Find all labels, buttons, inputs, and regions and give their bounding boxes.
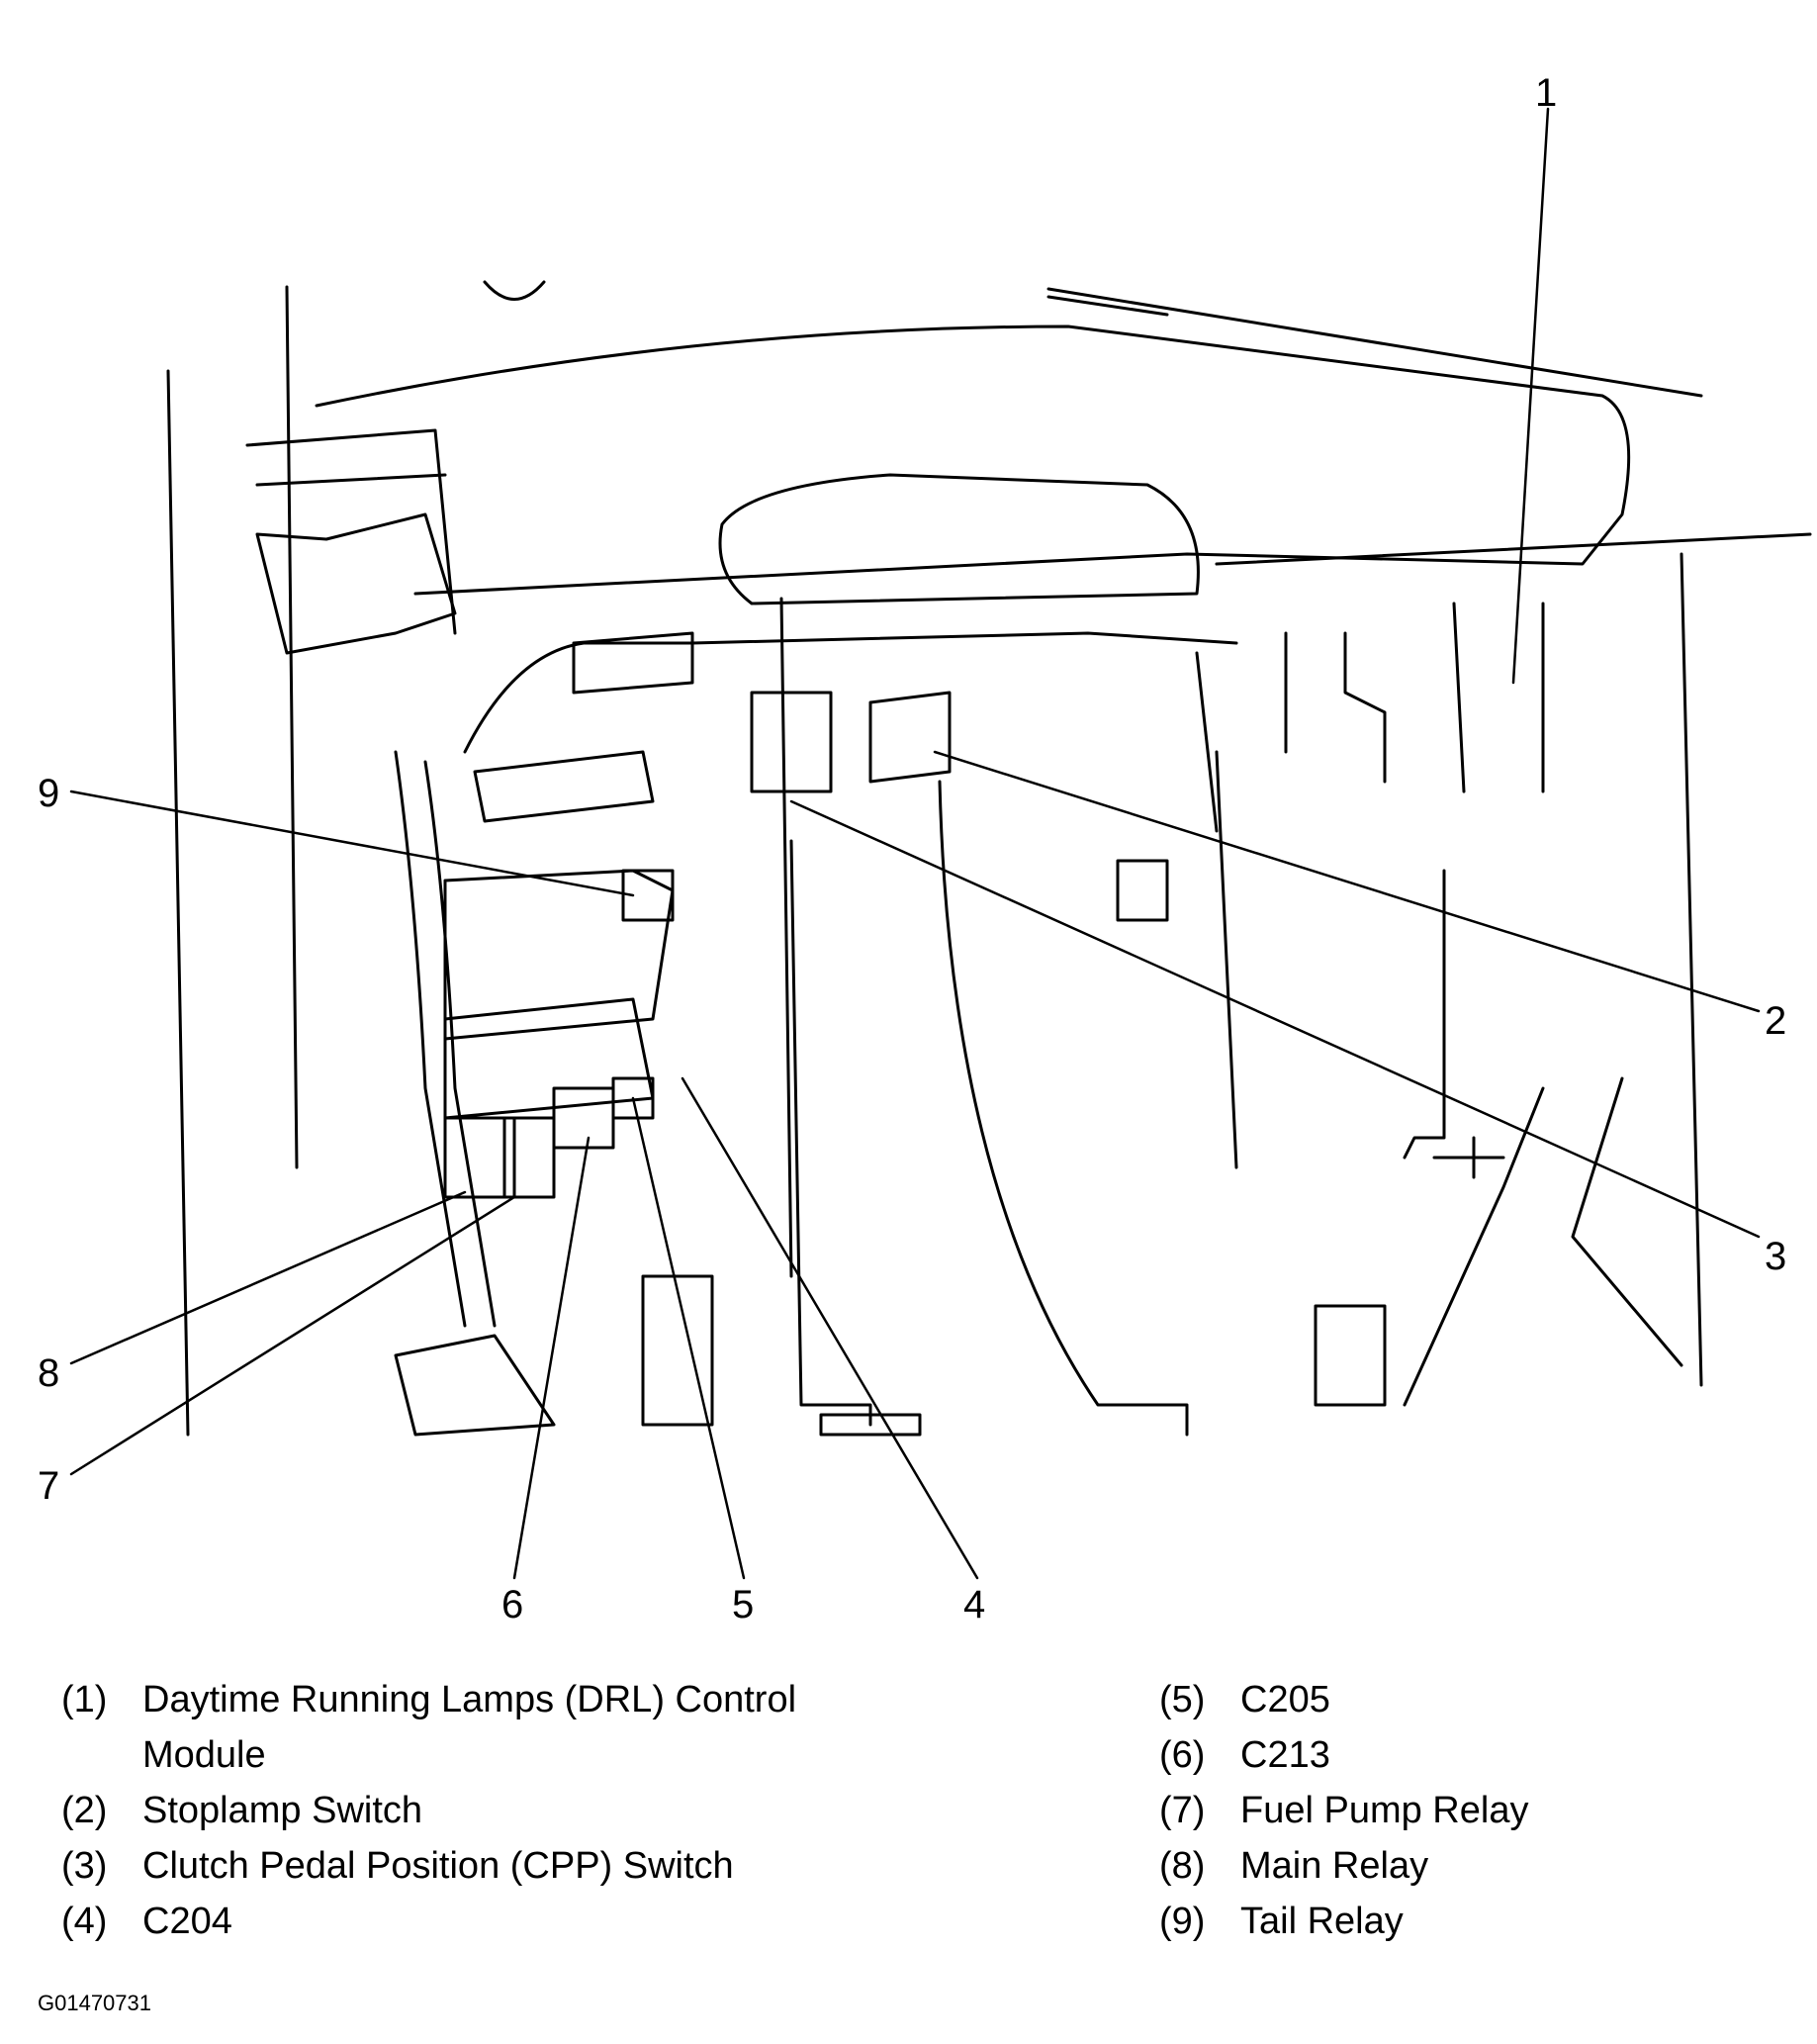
leader-8 bbox=[69, 1190, 467, 1365]
legend-number: (1) bbox=[61, 1679, 108, 1720]
wiring-harness bbox=[394, 631, 1288, 1328]
connector-c205 bbox=[868, 691, 952, 784]
pedal-assembly bbox=[394, 780, 1683, 1437]
legend-number: (2) bbox=[61, 1790, 108, 1831]
legend-text: C205 bbox=[1240, 1679, 1330, 1720]
leader-9 bbox=[69, 790, 635, 897]
legend-left: (1) Daytime Running Lamps (DRL) Control … bbox=[61, 1672, 952, 1949]
legend-number: (3) bbox=[61, 1845, 108, 1887]
callout-4: 4 bbox=[963, 1583, 986, 1626]
figure-id: G01470731 bbox=[38, 1991, 151, 2015]
callout-2: 2 bbox=[1765, 999, 1787, 1043]
leader-5 bbox=[631, 1096, 746, 1580]
legend-text: Stoplamp Switch bbox=[142, 1790, 423, 1831]
callout-7: 7 bbox=[38, 1464, 60, 1508]
legend-number: (4) bbox=[61, 1901, 108, 1942]
legend-text: Daytime Running Lamps (DRL) Control Modu… bbox=[142, 1672, 796, 1783]
legend-item-6: (6) C213 bbox=[1159, 1727, 1772, 1783]
legend-text-line: Module bbox=[142, 1734, 266, 1776]
fuel-pump-relay-shape bbox=[502, 1116, 556, 1199]
leader-7 bbox=[69, 1195, 516, 1476]
legend-text: Clutch Pedal Position (CPP) Switch bbox=[142, 1845, 734, 1887]
legend-item-3: (3) Clutch Pedal Position (CPP) Switch bbox=[61, 1838, 952, 1894]
under-dash-line-drawing bbox=[69, 107, 1812, 1580]
leader-4 bbox=[681, 1076, 979, 1580]
legend-number: (7) bbox=[1159, 1790, 1206, 1831]
callout-3: 3 bbox=[1765, 1235, 1787, 1278]
legend-item-7: (7) Fuel Pump Relay bbox=[1159, 1783, 1772, 1838]
dashboard-structure bbox=[166, 280, 1812, 1437]
legend-text: Tail Relay bbox=[1240, 1901, 1404, 1942]
legend-text: C204 bbox=[142, 1901, 232, 1942]
leader-2 bbox=[933, 750, 1761, 1013]
leader-6 bbox=[512, 1136, 591, 1580]
legend-item-1: (1) Daytime Running Lamps (DRL) Control … bbox=[61, 1672, 952, 1783]
tail-relay-shape bbox=[621, 869, 675, 922]
legend-item-9: (9) Tail Relay bbox=[1159, 1894, 1772, 1949]
legend-number: (5) bbox=[1159, 1679, 1206, 1720]
legend-item-4: (4) C204 bbox=[61, 1894, 952, 1949]
callout-8: 8 bbox=[38, 1351, 60, 1395]
leader-1 bbox=[1511, 107, 1550, 685]
legend-number: (6) bbox=[1159, 1734, 1206, 1776]
legend-number: (9) bbox=[1159, 1901, 1206, 1942]
legend-number: (8) bbox=[1159, 1845, 1206, 1887]
legend-item-5: (5) C205 bbox=[1159, 1672, 1772, 1727]
legend-text: Fuel Pump Relay bbox=[1240, 1790, 1529, 1831]
relay-block bbox=[443, 750, 675, 1199]
callout-9: 9 bbox=[38, 772, 60, 815]
connector-c204 bbox=[750, 691, 833, 793]
callout-5: 5 bbox=[732, 1583, 755, 1626]
leader-3 bbox=[789, 799, 1761, 1239]
callout-6: 6 bbox=[501, 1583, 524, 1626]
legend-item-8: (8) Main Relay bbox=[1159, 1838, 1772, 1894]
legend-text: C213 bbox=[1240, 1734, 1330, 1776]
callout-1: 1 bbox=[1535, 71, 1558, 115]
legend-text: Main Relay bbox=[1240, 1845, 1429, 1887]
legend-item-2: (2) Stoplamp Switch bbox=[61, 1783, 952, 1838]
legend-right: (5) C205 (6) C213 (7) Fuel Pump Relay (8… bbox=[1159, 1672, 1772, 1949]
callout-leader-lines bbox=[69, 107, 1761, 1580]
legend-text-line: Daytime Running Lamps (DRL) Control bbox=[142, 1679, 797, 1720]
